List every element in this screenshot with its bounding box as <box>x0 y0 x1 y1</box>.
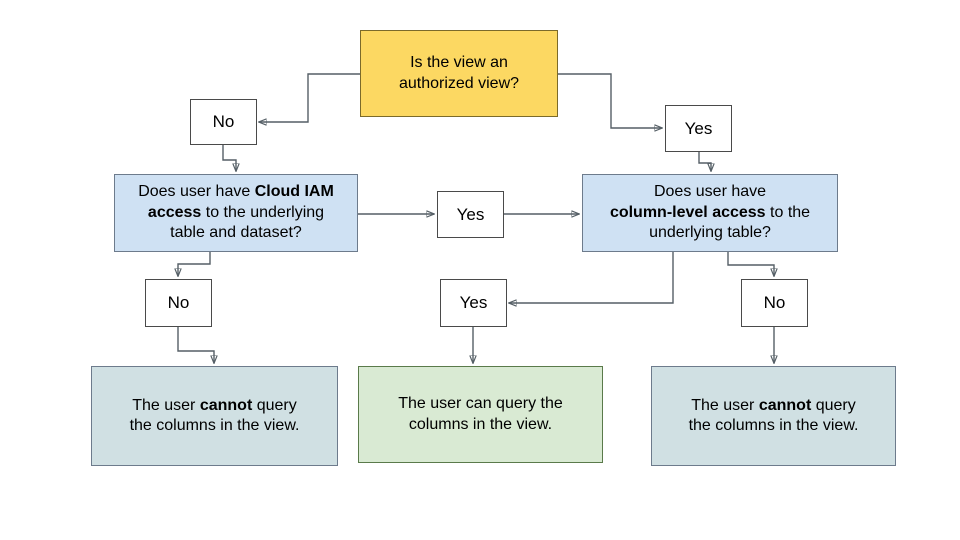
question-authorized-view[interactable]: Is the view an authorized view? <box>360 30 558 117</box>
edge-authorized-to-yes1 <box>558 73 662 128</box>
branch-label-no-authorized-text: No <box>212 112 235 132</box>
edge-yes1-to-columnlevel <box>698 152 711 171</box>
result-cannot-query-right[interactable]: The user cannot query the columns in the… <box>651 366 896 466</box>
result-can-query-label: The user can query the columns in the vi… <box>398 395 563 433</box>
branch-label-no-column-level[interactable]: No <box>741 279 808 327</box>
edge-no2-to-denied-left <box>177 327 214 363</box>
branch-label-no-cloud-iam[interactable]: No <box>145 279 212 327</box>
edge-no1-to-cloudiam <box>222 145 236 171</box>
result-cannot-query-right-label: The user cannot query the columns in the… <box>688 396 859 434</box>
branch-label-yes-column-level-text: Yes <box>459 293 488 313</box>
question-authorized-view-label: Is the view an authorized view? <box>398 54 520 92</box>
branch-label-yes-authorized[interactable]: Yes <box>665 105 732 152</box>
branch-label-yes-column-level[interactable]: Yes <box>440 279 507 327</box>
branch-label-yes-cloud-iam-text: Yes <box>456 204 485 224</box>
edge-authorized-to-no1 <box>259 73 360 122</box>
branch-label-no-column-level-text: No <box>763 293 786 313</box>
edge-columnlevel-to-no3 <box>727 252 774 276</box>
branch-label-yes-authorized-text: Yes <box>684 118 713 138</box>
result-can-query[interactable]: The user can query the columns in the vi… <box>358 366 603 463</box>
result-cannot-query-left-label: The user cannot query the columns in the… <box>129 396 300 434</box>
branch-label-no-cloud-iam-text: No <box>167 293 190 313</box>
branch-label-no-authorized[interactable]: No <box>190 99 257 145</box>
edge-columnlevel-to-yes2 <box>509 252 674 303</box>
result-cannot-query-left[interactable]: The user cannot query the columns in the… <box>91 366 338 466</box>
edge-cloudiam-to-no2 <box>178 252 211 276</box>
branch-label-yes-cloud-iam[interactable]: Yes <box>437 191 504 238</box>
